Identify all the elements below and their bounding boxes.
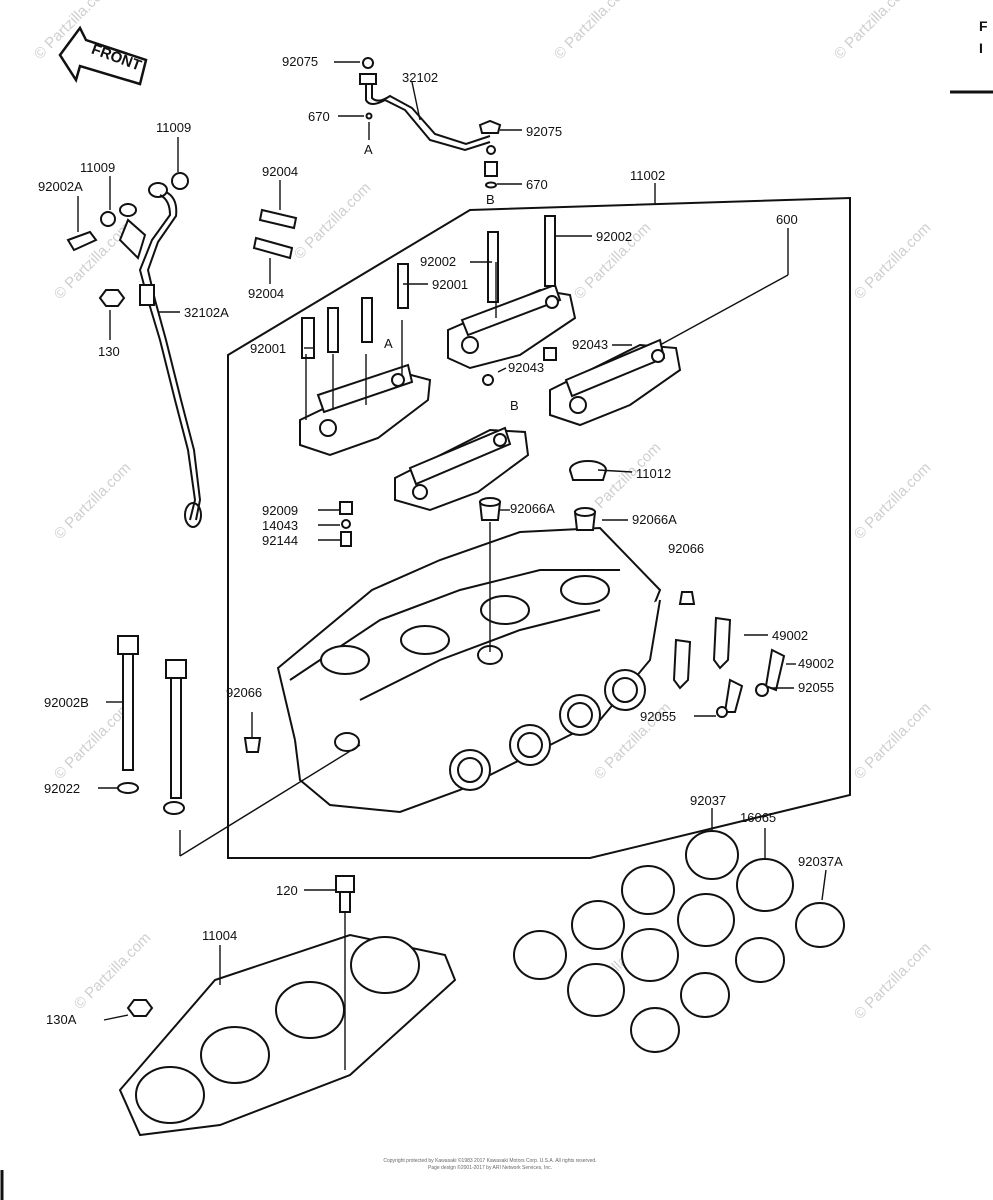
watermark: © Partzilla.com xyxy=(851,699,934,782)
label-92002-upper: 92002 xyxy=(596,229,632,244)
label-92009: 92009 xyxy=(262,503,298,518)
assembly-outline xyxy=(227,196,851,859)
section-a-lower: A xyxy=(384,336,393,351)
label-92066A-left: 92066A xyxy=(510,501,555,516)
cam-cap-middle xyxy=(394,426,530,512)
section-b-lower: B xyxy=(510,398,519,413)
leader-lines xyxy=(77,61,827,1070)
label-92002A: 92002A xyxy=(38,179,83,194)
front-arrow-icon: FRONT xyxy=(58,25,148,86)
label-92066-left: 92066 xyxy=(226,685,262,700)
label-11004: 11004 xyxy=(202,928,237,943)
label-92004-top: 92004 xyxy=(262,164,298,179)
label-92001-right: 92001 xyxy=(432,277,468,292)
label-92075-right: 92075 xyxy=(526,124,562,139)
cam-cap-left xyxy=(299,263,432,457)
label-92022: 92022 xyxy=(44,781,80,796)
head-bolts xyxy=(117,635,355,1017)
label-130A: 130A xyxy=(46,1012,77,1027)
label-92055-right: 92055 xyxy=(798,680,834,695)
oil-pipe-32102A xyxy=(66,172,202,528)
label-11009-mid: 11009 xyxy=(80,160,115,175)
label-92066-right: 92066 xyxy=(668,541,704,556)
label-11009-top: 11009 xyxy=(156,120,191,135)
label-670-right: 670 xyxy=(526,177,548,192)
side-strip-top: F xyxy=(979,18,988,34)
label-120: 120 xyxy=(276,883,298,898)
watermark: © Partzilla.com xyxy=(51,699,134,782)
label-92001-left: 92001 xyxy=(250,341,286,356)
label-92055-left: 92055 xyxy=(640,709,676,724)
label-600: 600 xyxy=(776,212,798,227)
label-32102: 32102 xyxy=(402,70,438,85)
section-b-upper: B xyxy=(486,192,495,207)
side-strip: F I xyxy=(945,0,993,1200)
label-11002: 11002 xyxy=(630,168,665,183)
side-strip-top2: I xyxy=(979,40,983,56)
watermark: © Partzilla.com xyxy=(851,219,934,302)
cylinder-head xyxy=(276,526,662,814)
small-parts xyxy=(243,347,597,753)
cam-cap-upper-right xyxy=(447,215,577,370)
label-92004-bot: 92004 xyxy=(248,286,284,301)
label-14043: 14043 xyxy=(262,518,298,533)
dowel-pins-92004 xyxy=(252,208,298,260)
label-11012: 11012 xyxy=(636,466,671,481)
label-92037A: 92037A xyxy=(798,854,843,869)
watermark: © Partzilla.com xyxy=(831,0,914,63)
watermark: © Partzilla.com xyxy=(291,179,374,262)
label-16065: 16065 xyxy=(740,810,776,825)
label-92043-mid: 92043 xyxy=(508,360,544,375)
label-92144: 92144 xyxy=(262,533,298,548)
label-49002-upper: 49002 xyxy=(772,628,808,643)
label-92037: 92037 xyxy=(690,793,726,808)
label-92002B: 92002B xyxy=(44,695,89,710)
head-gasket-11004 xyxy=(118,933,457,1137)
cam-cap-right xyxy=(549,338,682,427)
label-32102A: 32102A xyxy=(184,305,229,320)
part-labels: 92075 32102 670 A 92075 670 B 11009 1100… xyxy=(38,54,843,1027)
label-670-left: 670 xyxy=(308,109,330,124)
watermark: © Partzilla.com xyxy=(851,459,934,542)
copyright-footer: Copyright protected by Kawasaki ©1983 20… xyxy=(340,1158,640,1172)
footer-line-1: Copyright protected by Kawasaki ©1983 20… xyxy=(383,1158,597,1164)
watermark: © Partzilla.com xyxy=(851,939,934,1022)
label-49002-lower: 49002 xyxy=(798,656,834,671)
label-92043-right: 92043 xyxy=(572,337,608,352)
label-92002-mid: 92002 xyxy=(420,254,456,269)
intake-clamps-and-boots xyxy=(513,830,845,1053)
watermark: © Partzilla.com xyxy=(51,219,134,302)
watermark: © Partzilla.com xyxy=(551,0,634,63)
label-92066A-right: 92066A xyxy=(632,512,677,527)
oil-pipe-32102 xyxy=(359,57,502,189)
watermark: © Partzilla.com xyxy=(51,459,134,542)
footer-line-2: Page design ©2001-2017 by ARI Network Se… xyxy=(427,1165,553,1171)
section-a-upper: A xyxy=(364,142,373,157)
label-92075-top: 92075 xyxy=(282,54,318,69)
injectors-49002 xyxy=(672,591,786,718)
label-130: 130 xyxy=(98,344,120,359)
